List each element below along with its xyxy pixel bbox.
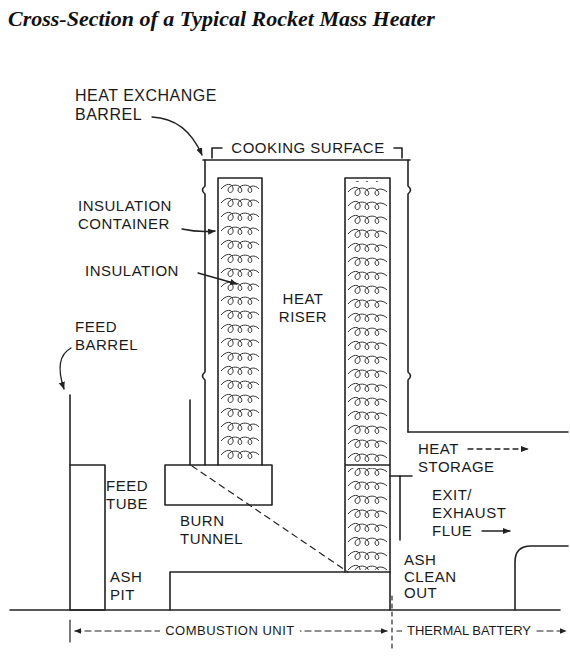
insulation-container [345, 178, 390, 610]
part-label: HEAT STORAGE [418, 440, 502, 476]
part-label: HEAT RISER [268, 290, 338, 326]
leader-line [152, 117, 202, 155]
part-label: ASH PIT [110, 568, 165, 604]
part-label: INSULATION [85, 262, 215, 280]
part-label: ASH CLEAN OUT [404, 552, 466, 602]
feed-wall [70, 465, 105, 610]
ground-line [10, 609, 560, 611]
barrel-wall [203, 160, 206, 465]
insulation-fill [220, 181, 260, 463]
part-label: FEED BARREL [75, 318, 138, 353]
part-label: COOKING SURFACE [212, 139, 404, 157]
leader-line [60, 348, 71, 389]
part-label: COMBUSTION UNIT [160, 623, 300, 638]
part-label: EXIT/ EXHAUST FLUE [432, 486, 517, 540]
part-label: INSULATION CONTAINER [78, 197, 172, 232]
part-label: BURN TUNNEL [180, 512, 280, 548]
surface-bracket [212, 148, 222, 158]
part-label: FEED BARREL [75, 318, 175, 354]
diagram-title: Cross-Section of a Typical Rocket Mass H… [8, 6, 435, 31]
part-label: HEAT STORAGE [418, 440, 495, 475]
part-label: THERMAL BATTERY [402, 623, 536, 638]
diagram-title: Cross-Section of a Typical Rocket Mass H… [8, 6, 435, 32]
dimension-tick [69, 620, 70, 642]
part-label: HEAT EXCHANGE BARREL [75, 87, 217, 123]
feed-barrel-wall [189, 400, 191, 465]
part-label: THERMAL BATTERY [402, 623, 552, 639]
part-label: INSULATION CONTAINER [78, 197, 208, 233]
feed-barrel-wall [69, 395, 71, 465]
flow-arrow [482, 530, 510, 531]
leader-line [198, 273, 237, 284]
tunnel-floor [170, 572, 390, 610]
part-label: COMBUSTION UNIT [140, 623, 320, 639]
insulation-fill [347, 181, 388, 463]
barrel-base [390, 475, 412, 477]
tunnel-roof [165, 465, 272, 505]
barrel-wall [408, 160, 411, 432]
leader-line [182, 229, 215, 232]
barrel-top [203, 159, 410, 161]
part-label: FEED TUBE [106, 477, 164, 513]
part-label: EXIT/ EXHAUST FLUE [432, 486, 506, 539]
part-label: HEAT EXCHANGE BARREL [75, 86, 235, 124]
part-label: ASH PIT [110, 568, 142, 603]
thermal-mass [515, 546, 568, 610]
surface-bracket [394, 148, 402, 158]
flow-arrow [468, 448, 528, 449]
insulation-container [218, 178, 262, 465]
insulation-fill [347, 468, 388, 570]
part-label: ASH CLEAN OUT [404, 551, 457, 601]
part-label: FEED TUBE [106, 477, 148, 512]
dimension-divider [391, 596, 392, 650]
part-label: INSULATION [85, 262, 179, 279]
clean-out-door [399, 476, 401, 540]
heat-storage-top [408, 431, 568, 433]
part-label: HEAT RISER [279, 290, 327, 325]
part-label: COOKING SURFACE [231, 139, 384, 156]
part-label: BURN TUNNEL [180, 512, 243, 547]
